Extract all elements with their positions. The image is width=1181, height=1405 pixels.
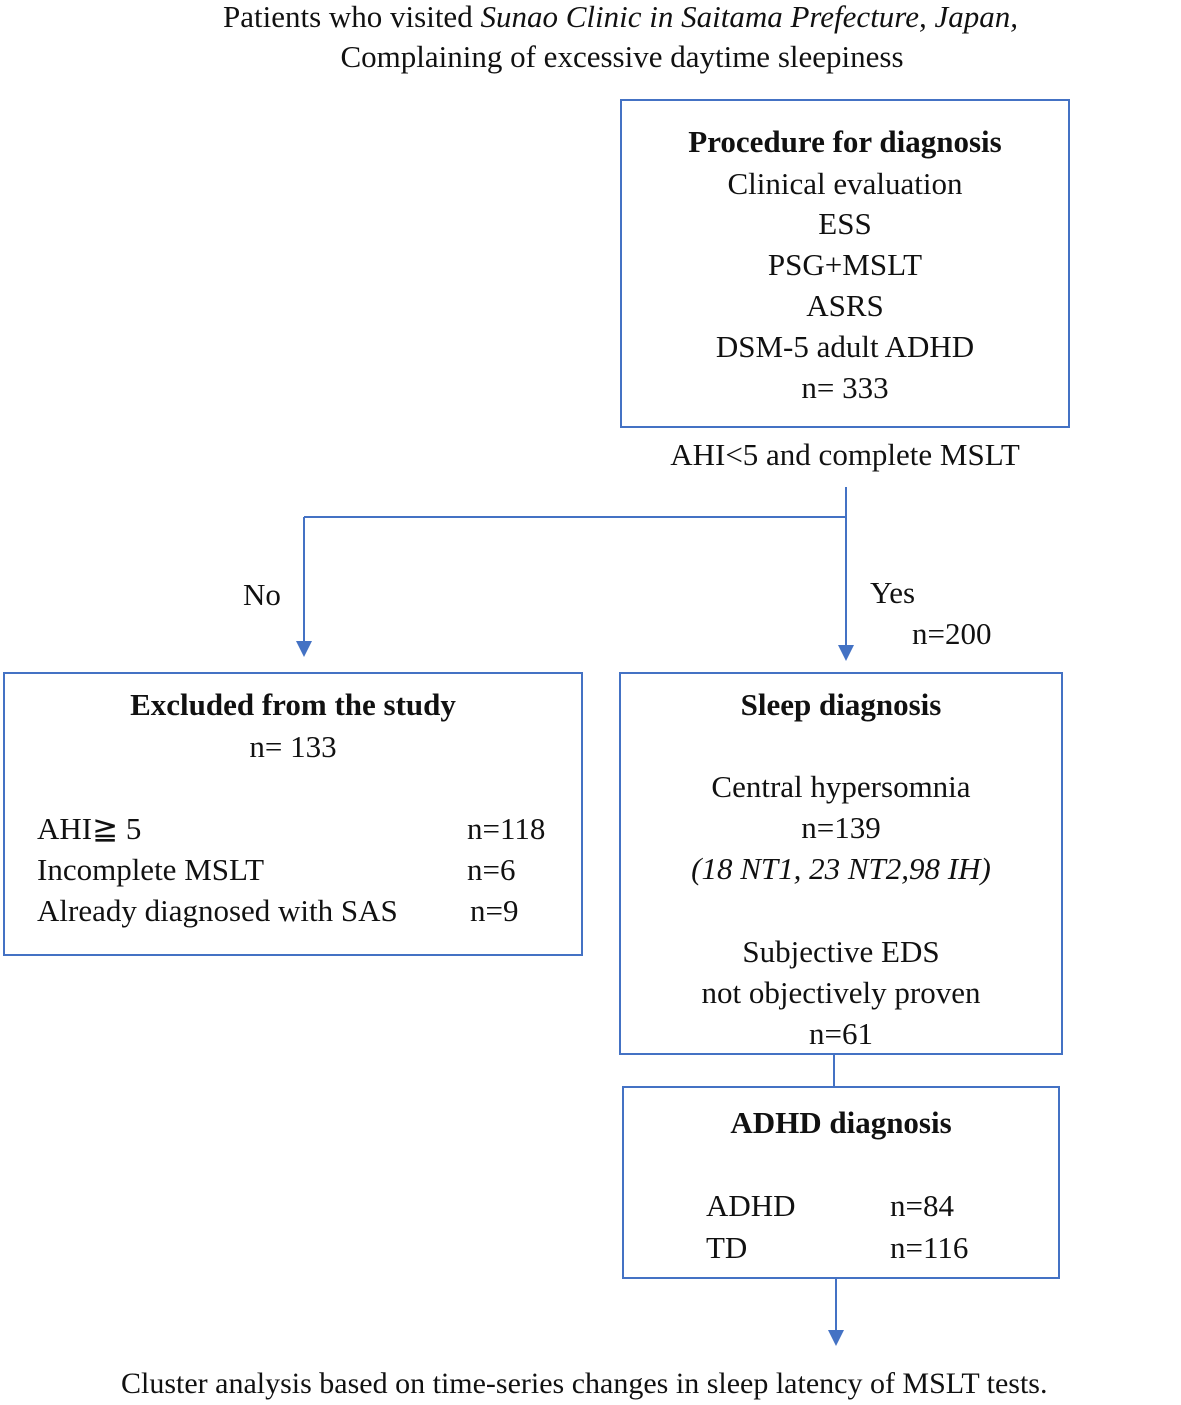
no-branch-label: No xyxy=(243,577,281,612)
excluded-row-label: Already diagnosed with SAS xyxy=(37,893,398,928)
header-line-1: Patients who visited Sunao Clinic in Sai… xyxy=(0,0,1181,37)
criterion-label: AHI<5 and complete MSLT xyxy=(670,437,1020,472)
footer-arrowhead xyxy=(828,1330,844,1346)
subjective-eds-label: Subjective EDS xyxy=(742,934,940,969)
adhd-diagnosis-box: ADHD diagnosis ADHD n=84 TD n=116 xyxy=(622,1086,1060,1279)
adhd-row-value: n=116 xyxy=(890,1230,969,1265)
subjective-eds-label-2: not objectively proven xyxy=(701,975,981,1010)
adhd-row-label: TD xyxy=(706,1230,748,1265)
procedure-count: n= 333 xyxy=(801,370,889,405)
procedure-item: PSG+MSLT xyxy=(767,247,923,282)
sleep-title: Sleep diagnosis xyxy=(740,687,942,722)
procedure-title: Procedure for diagnosis xyxy=(688,124,1002,159)
excluded-row-label: AHI≧ 5 xyxy=(37,811,142,846)
procedure-item: ASRS xyxy=(806,288,884,323)
central-hypersomnia-label: Central hypersomnia xyxy=(711,769,971,804)
no-branch-arrowhead xyxy=(296,641,312,657)
procedure-item: ESS xyxy=(818,206,872,241)
excluded-box: Excluded from the study n= 133 AHI≧ 5 n=… xyxy=(3,672,583,956)
central-hypersomnia-count: n=139 xyxy=(801,810,881,845)
sleep-diagnosis-box: Sleep diagnosis Central hypersomnia n=13… xyxy=(619,672,1063,1055)
procedure-box: Procedure for diagnosis Clinical evaluat… xyxy=(620,99,1070,428)
excluded-row-value: n=9 xyxy=(470,893,519,928)
central-hypersomnia-detail: (18 NT1, 23 NT2,98 IH) xyxy=(691,851,991,886)
header-prefix: Patients who visited xyxy=(222,0,481,34)
yes-branch-count: n=200 xyxy=(912,616,992,651)
procedure-item: DSM-5 adult ADHD xyxy=(715,329,975,364)
excluded-row-value: n=6 xyxy=(467,852,516,887)
footer-text: Cluster analysis based on time-series ch… xyxy=(121,1367,1048,1400)
excluded-title: Excluded from the study xyxy=(130,687,456,722)
subjective-eds-count: n=61 xyxy=(809,1016,873,1051)
yes-branch-label: Yes xyxy=(870,575,916,610)
yes-branch-arrowhead xyxy=(838,645,854,661)
procedure-item: Clinical evaluation xyxy=(727,166,963,201)
adhd-row-value: n=84 xyxy=(890,1188,954,1223)
adhd-row-label: ADHD xyxy=(706,1188,796,1223)
excluded-count: n= 133 xyxy=(249,729,337,764)
adhd-title: ADHD diagnosis xyxy=(730,1105,952,1140)
excluded-row-label: Incomplete MSLT xyxy=(37,852,265,887)
header-line-2: Complaining of excessive daytime sleepin… xyxy=(340,39,904,74)
excluded-row-value: n=118 xyxy=(467,811,546,846)
header-clinic: Sunao Clinic in Saitama Prefecture, Japa… xyxy=(480,0,1018,34)
